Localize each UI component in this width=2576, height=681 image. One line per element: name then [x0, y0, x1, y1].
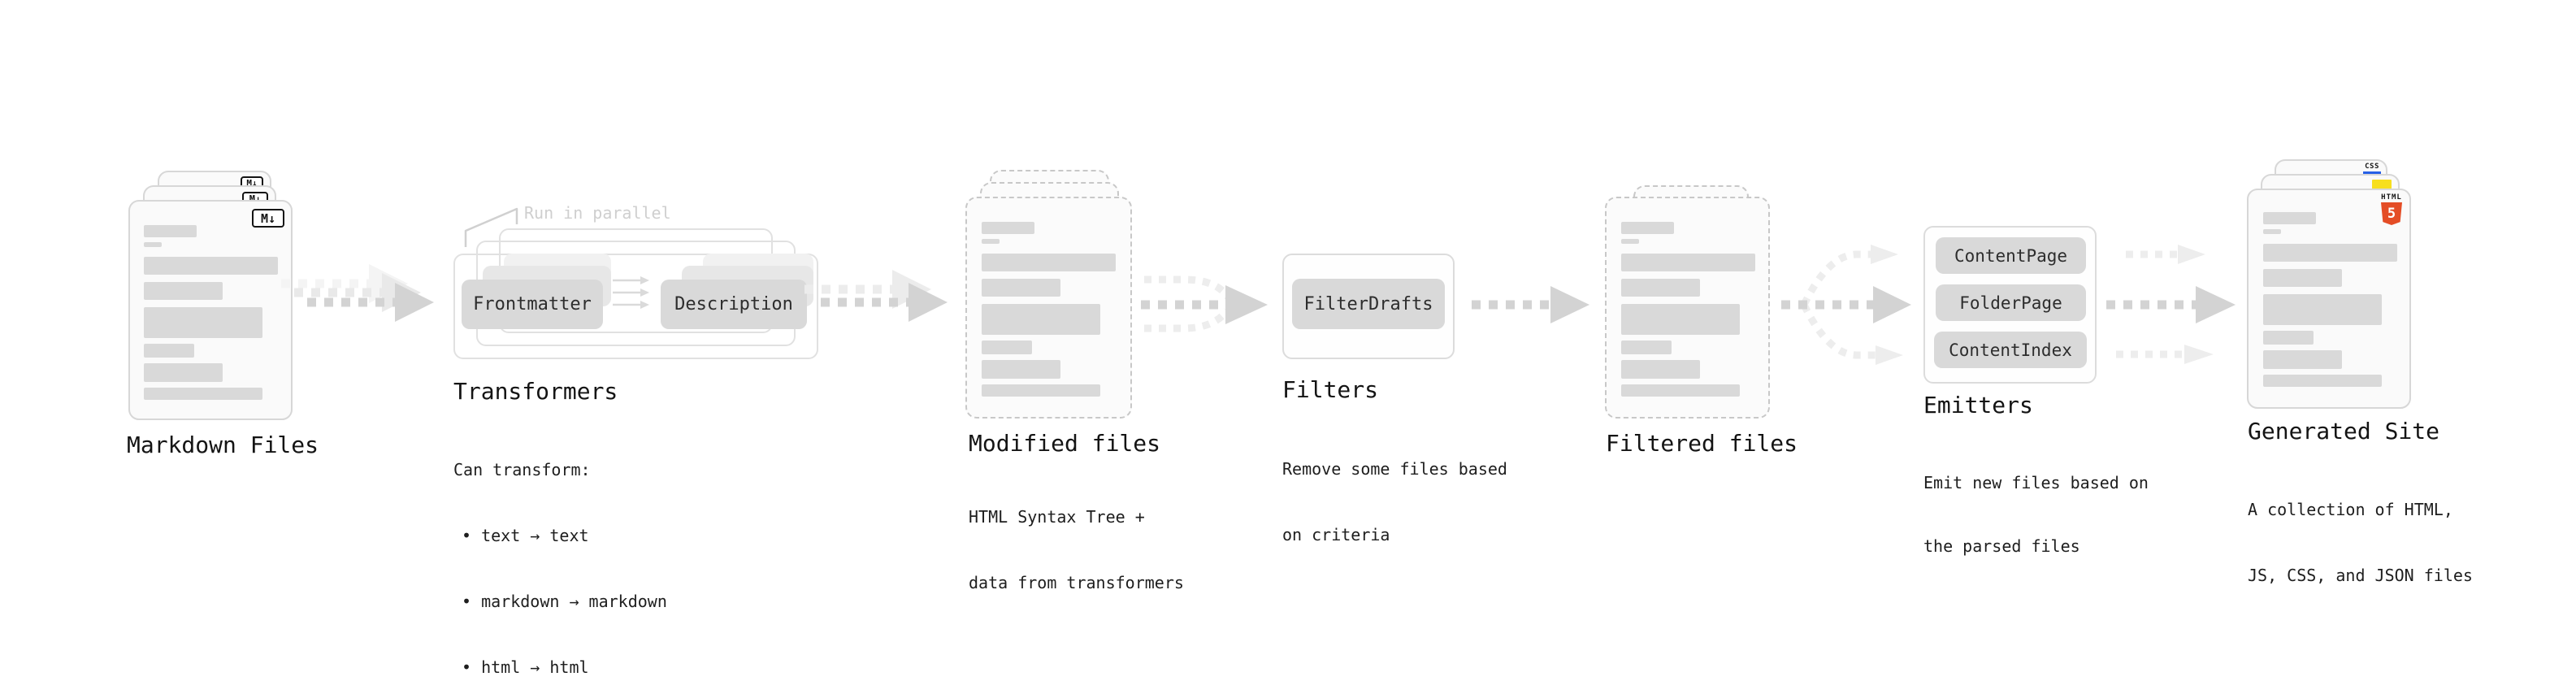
js-icon — [2372, 180, 2392, 191]
run-in-parallel-callout-line — [464, 207, 518, 247]
file-content-skeleton — [144, 225, 278, 400]
stage-label-markdown-files: Markdown Files — [127, 432, 319, 458]
stage-label-transformers: Transformers — [453, 378, 618, 405]
stage-label-filters: Filters — [1282, 376, 1379, 403]
parallel-arrows-icon — [613, 276, 649, 309]
generated-file-card-front: HTML 5 — [2247, 189, 2411, 409]
stage-label-generated-site: Generated Site — [2248, 418, 2440, 445]
transformer-description: Description — [661, 280, 807, 329]
stage-label-emitters: Emitters — [1923, 392, 2033, 419]
emitter-contentindex: ContentIndex — [1934, 332, 2087, 368]
stage-label-modified-files: Modified files — [969, 430, 1161, 457]
markdown-icon: M↓ — [252, 209, 284, 228]
transformers-caption: Can transform: • text → text • markdown … — [453, 460, 667, 677]
html5-icon: HTML 5 — [2381, 193, 2402, 225]
arrow-filtered-to-emitters — [1781, 245, 1911, 365]
emitters-caption: Emit new files based on the parsed files — [1923, 473, 2149, 556]
generated-site-caption: A collection of HTML, JS, CSS, and JSON … — [2248, 500, 2473, 585]
file-content-skeleton — [1621, 222, 1755, 397]
modified-files-caption: HTML Syntax Tree + data from transformer… — [969, 507, 1184, 592]
markdown-file-card-front: M↓ — [128, 200, 293, 420]
arrow-emitters-to-generated — [2106, 245, 2236, 364]
filters-caption: Remove some files based on criteria — [1282, 459, 1507, 544]
transformer-frontmatter: Frontmatter — [462, 280, 603, 329]
filter-filterdrafts: FilterDrafts — [1292, 279, 1445, 329]
file-content-skeleton — [982, 222, 1116, 397]
css-icon: CSS — [2363, 163, 2381, 175]
emitter-contentpage: ContentPage — [1936, 237, 2086, 274]
arrow-modified-to-filters — [1141, 275, 1268, 332]
arrow-markdown-to-transformers — [281, 264, 434, 322]
emitter-folderpage: FolderPage — [1936, 284, 2086, 321]
run-in-parallel-annotation: Run in parallel — [524, 203, 671, 223]
filtered-file-card-front — [1605, 197, 1770, 419]
transformer-stack-card-front — [453, 254, 818, 359]
arrow-filters-to-filtered — [1472, 286, 1589, 323]
modified-file-card-front — [965, 197, 1132, 419]
stage-label-filtered-files: Filtered files — [1606, 430, 1798, 457]
arrow-transformers-to-modified — [804, 270, 948, 322]
file-content-skeleton — [2263, 212, 2397, 387]
